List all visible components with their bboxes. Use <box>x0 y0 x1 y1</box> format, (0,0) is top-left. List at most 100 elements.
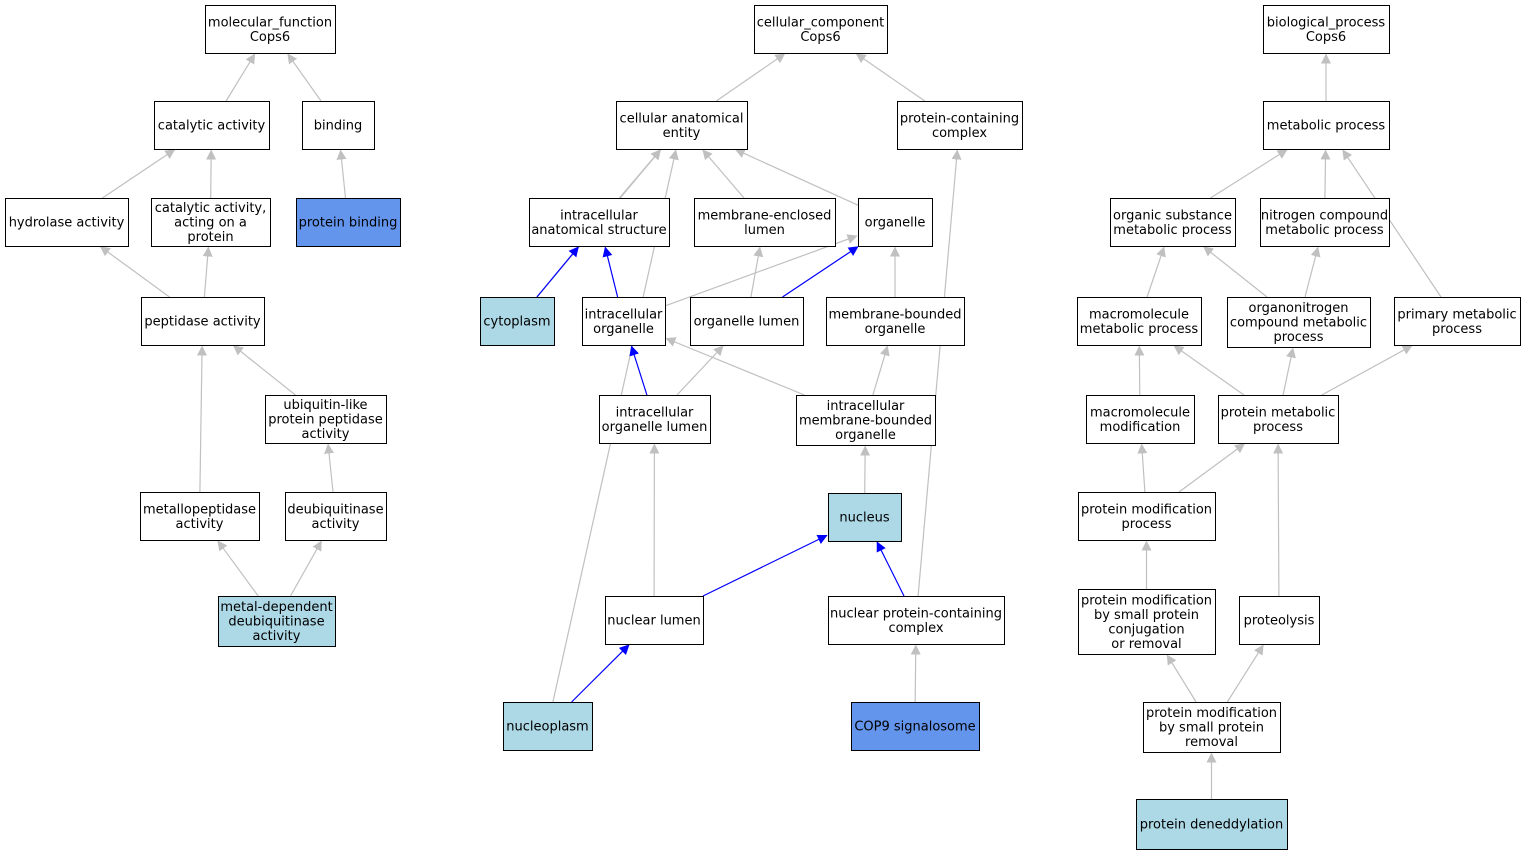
node-label-line: protein-containing <box>900 111 1019 126</box>
edge-line <box>536 246 579 298</box>
edge-cyto-to-ias <box>536 246 579 298</box>
edge-ocmp-to-ncmp <box>1304 246 1321 298</box>
node-nuclear-lumen[interactable]: nuclear lumen <box>605 596 704 645</box>
node-binding[interactable]: binding <box>302 101 375 150</box>
edge-line <box>1273 443 1284 597</box>
node-nucleus[interactable]: nucleus <box>828 493 902 542</box>
node-label-line: protein modification <box>1146 706 1277 721</box>
node-hydrolase-activity[interactable]: hydrolase activity <box>5 198 129 247</box>
node-nucleoplasm[interactable]: nucleoplasm <box>503 702 593 751</box>
node-box <box>1263 101 1390 150</box>
edge-pep-to-hyd <box>99 246 170 298</box>
edge-ncmp-to-mp <box>1320 149 1331 199</box>
node-label-line: intracellular <box>560 208 638 223</box>
node-label-line: organonitrogen <box>1249 301 1349 316</box>
node-cop9-signalosome[interactable]: COP9 signalosome <box>851 702 980 751</box>
edge-line <box>855 53 926 102</box>
edge-line <box>715 53 786 102</box>
node-box <box>599 395 711 444</box>
edge-line <box>676 345 724 396</box>
edge-line <box>1226 644 1264 703</box>
edge-line <box>217 540 259 597</box>
node-box <box>1110 198 1236 247</box>
node-box <box>1078 589 1216 655</box>
node-box <box>1263 5 1390 54</box>
node-label-line: intracellular <box>585 307 663 322</box>
node-label-line: activity <box>312 517 360 532</box>
node-cytoplasm[interactable]: cytoplasm <box>480 297 555 346</box>
edge-line <box>287 53 322 102</box>
node-label-line: complex <box>932 126 987 141</box>
edge-line <box>202 246 213 298</box>
edge-line <box>750 246 764 298</box>
node-protein-binding[interactable]: protein binding <box>296 198 401 247</box>
node-label-line: cellular anatomical <box>620 111 744 126</box>
node-protein-deneddylation[interactable]: protein deneddylation <box>1136 799 1288 850</box>
node-proteolysis[interactable]: proteolysis <box>1239 596 1320 645</box>
node-organelle[interactable]: organelle <box>858 198 933 247</box>
node-metabolic-process[interactable]: metabolic process <box>1263 101 1390 150</box>
node-box <box>605 596 704 645</box>
node-label-line: organelle lumen <box>602 420 708 435</box>
edge-osmp-to-mp <box>1210 149 1288 199</box>
node-box <box>1239 596 1320 645</box>
node-box <box>1218 395 1339 444</box>
edge-line <box>917 149 962 597</box>
node-label-line: primary metabolic <box>1397 307 1516 322</box>
node-label-line: protein modification <box>1081 593 1212 608</box>
edge-deub-to-ubl <box>324 443 334 493</box>
edge-mel-to-cae <box>702 149 745 199</box>
node-peptidase-activity[interactable]: peptidase activity <box>141 297 265 346</box>
node-box <box>140 492 260 541</box>
edge-mdd-to-deub <box>289 540 322 597</box>
edge-line <box>734 148 859 206</box>
node-label-line: organelle <box>865 322 926 337</box>
node-label-line: peptidase activity <box>144 315 261 330</box>
edge-line <box>1173 345 1245 396</box>
node-box <box>1077 297 1202 346</box>
edge-line <box>1166 654 1197 703</box>
node-catalytic-activity[interactable]: catalytic activity <box>154 101 270 150</box>
node-organelle-lumen[interactable]: organelle lumen <box>690 297 804 346</box>
edge-mdd-to-metp <box>217 540 259 597</box>
node-label-line: compound metabolic <box>1230 316 1367 331</box>
edge-line <box>1282 347 1296 396</box>
edge-npc-to-nuc <box>876 541 905 597</box>
edge-line <box>1320 149 1331 199</box>
node-label-line: membrane-bounded <box>799 414 932 429</box>
edge-line <box>225 53 256 102</box>
edge-line <box>1304 246 1321 298</box>
node-label-line: activity <box>176 517 224 532</box>
edge-nl-to-nuc <box>702 534 828 597</box>
edge-line <box>876 541 905 597</box>
node-box <box>858 198 933 247</box>
